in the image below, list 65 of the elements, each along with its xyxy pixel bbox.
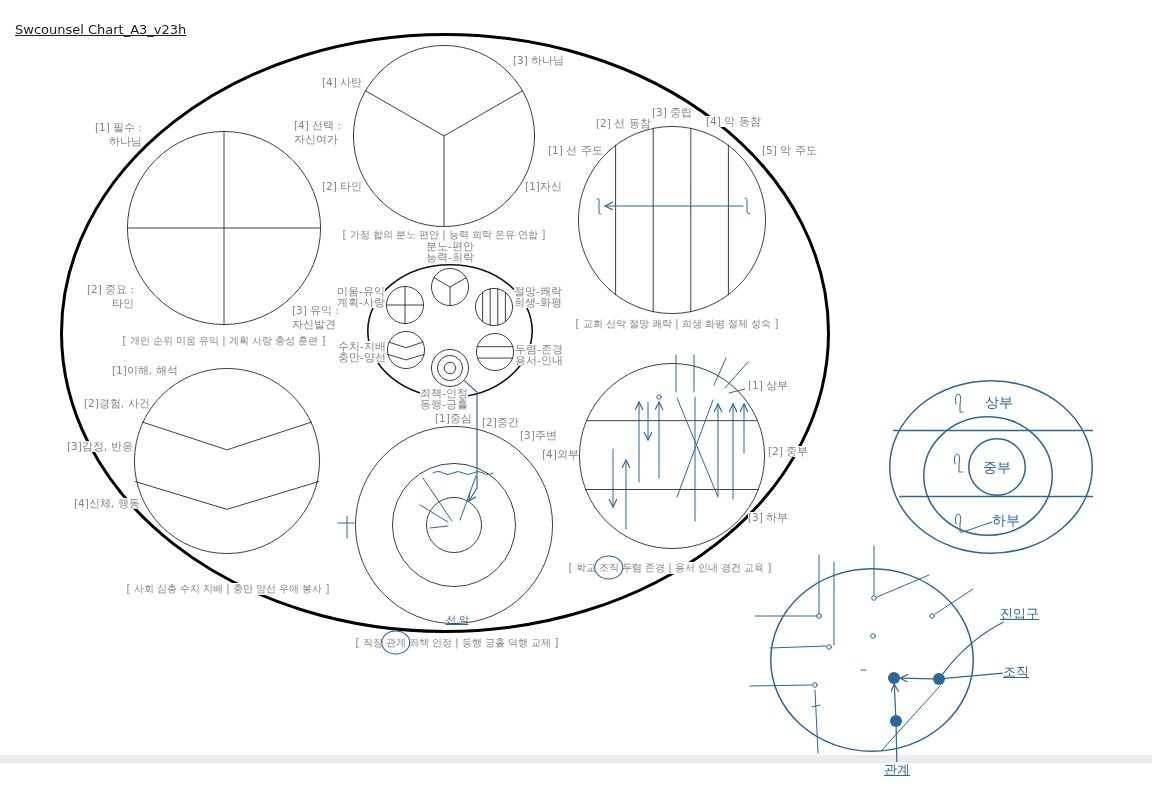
handwritten-label: 조직 (1003, 664, 1029, 680)
handwritten-note: 선 악 (445, 614, 469, 627)
part-label: [3]감정, 반응 (67, 441, 133, 452)
circle-caption: [ 개인 순위 미움 유익 | 계획 사랑 충성 훈련 ] (122, 335, 326, 347)
mini-circle (386, 286, 424, 324)
hand-drawn-ring (923, 416, 1053, 536)
part-label: [1]중심 (435, 413, 472, 424)
part-label: [1]이해, 해석 (112, 365, 178, 376)
part-label: [3]주변 (520, 430, 557, 441)
leader-line (944, 672, 1004, 680)
part-label: [4] 사탄 (322, 77, 363, 88)
circle-caption: [ 가정 합의 분노 편안 | 능력 희락 온유 연합 ] (342, 229, 546, 241)
part-label: [3] 하부 (748, 512, 789, 523)
part-label: [2] 중부 (768, 446, 809, 457)
part-label: 죄책-인정 (420, 388, 468, 399)
part-label: [2] 선 동참 (596, 118, 651, 129)
hand-drawn-circle (770, 568, 974, 752)
handwritten-note: 상부 (985, 394, 1013, 411)
leader-line (942, 621, 1005, 675)
part-label: [2]경험, 사건 (84, 398, 150, 409)
part-label: 용서-인내 (515, 355, 563, 366)
part-label: [1] 상부 (748, 380, 789, 391)
part-label: 두렴-존경 (515, 344, 563, 355)
leader-line (895, 726, 898, 763)
part-label: [4] 악 동참 (706, 116, 761, 127)
part-label: [2]중간 (482, 417, 519, 428)
part-label: 분노-편안 (426, 241, 474, 252)
part-label: [2] 타인 (322, 181, 363, 192)
part-label: [3] 하나님 (513, 55, 565, 66)
part-label: 충만-양선 (338, 352, 386, 363)
handwritten-label: 진입구 (1000, 606, 1039, 622)
filled-dot (933, 673, 945, 685)
part-label: 미움-유익 (337, 286, 385, 297)
chart-title: Swcounsel Chart_A3_v23h (15, 22, 187, 38)
part-label: [4]신체, 행동 (74, 498, 140, 509)
handwritten-note: 하부 (992, 512, 1020, 529)
part-label: 수치-지배 (338, 341, 386, 352)
mini-circle (475, 288, 513, 326)
handwritten-label: 관계 (884, 762, 910, 778)
mini-circle (431, 268, 469, 306)
arrow (899, 673, 934, 683)
center-circle (426, 497, 482, 553)
circle-caption: [ 교회 선악 절망 쾌락 | 희생 화평 절제 성숙 ] (575, 318, 779, 330)
part-label: [4]외부 (542, 449, 579, 460)
mini-circle (431, 349, 469, 387)
part-label: [5] 악 주도 (762, 145, 817, 156)
mini-circle (476, 333, 514, 371)
filled-dot (888, 672, 900, 684)
part-label: 능력-희락 (426, 252, 474, 263)
arrow (890, 683, 900, 716)
part-label: 희생-화평 (514, 297, 562, 308)
handwritten-text: 중부 (983, 459, 1011, 475)
hand-drawn-circle (889, 380, 1093, 554)
mini-circle (387, 331, 425, 369)
circle-caption: [ 사회 심층 수치 지배 | 충만 양선 우애 봉사 ] (126, 583, 330, 595)
part-label: 동행-긍휼 (420, 399, 468, 410)
part-label: 계획-사랑 (337, 297, 385, 308)
hand-drawn-circle (968, 438, 1026, 496)
ring (392, 463, 516, 587)
filled-dot (890, 715, 902, 727)
part-label: [1]자신 (525, 181, 562, 192)
part-label: [3] 중립 (652, 107, 693, 118)
part-label: 절망-쾌락 (514, 286, 562, 297)
arrow (463, 380, 478, 502)
part-label: [1] 선 주도 (548, 145, 603, 156)
